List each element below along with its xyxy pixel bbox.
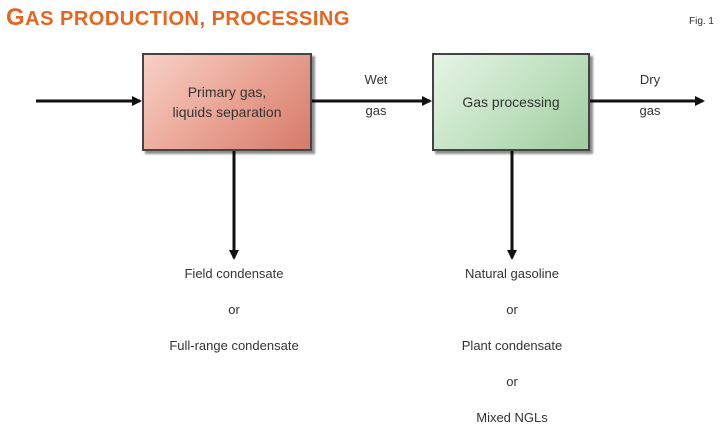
full-range-condensate-label: Full-range condensate <box>169 338 299 353</box>
primary-separation-label: Primary gas, liquids separation <box>172 84 282 120</box>
dry-gas-label-line1: Dry <box>639 72 661 87</box>
gas-processing-label: Gas processing <box>462 94 560 110</box>
figure-number: Fig. 1 <box>688 16 714 27</box>
processing-outputs: Natural gasoline or Plant condensate or … <box>412 266 612 446</box>
wet-gas-label-line2: gas <box>365 103 387 118</box>
title-rest: as production, processing <box>25 8 350 30</box>
plant-condensate-label: Plant condensate <box>461 338 563 353</box>
wet-gas-label-line1: Wet <box>364 72 388 87</box>
natural-gasoline-label: Natural gasoline <box>465 266 559 281</box>
flow-arrows <box>36 96 705 260</box>
title-initial: G <box>6 4 26 31</box>
dry-gas-label-line2: gas <box>639 103 661 118</box>
field-condensate-label: Field condensate <box>184 266 284 281</box>
primary-separation-box: Primary gas, liquids separation <box>142 53 312 151</box>
figure-title: Gas production, processing <box>6 4 350 32</box>
gas-processing-box: Gas processing <box>432 53 590 151</box>
or-label: or <box>506 302 518 317</box>
or-label: or <box>506 374 518 389</box>
or-label: or <box>228 302 240 317</box>
mixed-ngls-label: Mixed NGLs <box>476 410 548 425</box>
separation-outputs: Field condensate or Full-range condensat… <box>134 266 334 374</box>
